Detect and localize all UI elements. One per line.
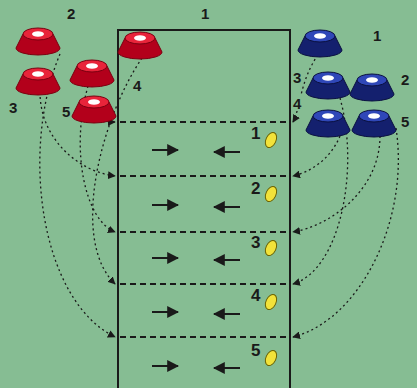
red-cone-number: 5 bbox=[61, 104, 71, 119]
ball-number: 3 bbox=[250, 234, 261, 251]
ball-number: 1 bbox=[250, 125, 261, 142]
ball-number: 4 bbox=[250, 287, 261, 304]
blue-run-paths bbox=[293, 55, 398, 337]
ball-number: 2 bbox=[250, 180, 261, 197]
blue-cones bbox=[298, 30, 396, 137]
blue-cone-number: 3 bbox=[292, 70, 302, 85]
blue-cone-number: 5 bbox=[400, 114, 410, 129]
red-cone-number: 4 bbox=[132, 78, 142, 93]
blue-cone-number: 4 bbox=[292, 96, 302, 111]
ball-number: 5 bbox=[250, 342, 261, 359]
lane-lines bbox=[120, 122, 290, 337]
blue-cone-number: 1 bbox=[372, 28, 382, 43]
red-cone-number: 3 bbox=[8, 100, 18, 115]
run-arrows bbox=[152, 150, 240, 368]
balls bbox=[263, 131, 279, 368]
field-outline bbox=[118, 30, 290, 388]
red-cones bbox=[16, 28, 162, 123]
red-cone-number: 1 bbox=[200, 6, 210, 21]
blue-cone-number: 2 bbox=[400, 72, 410, 87]
red-run-paths bbox=[40, 54, 142, 337]
red-cone-number: 2 bbox=[66, 6, 76, 21]
